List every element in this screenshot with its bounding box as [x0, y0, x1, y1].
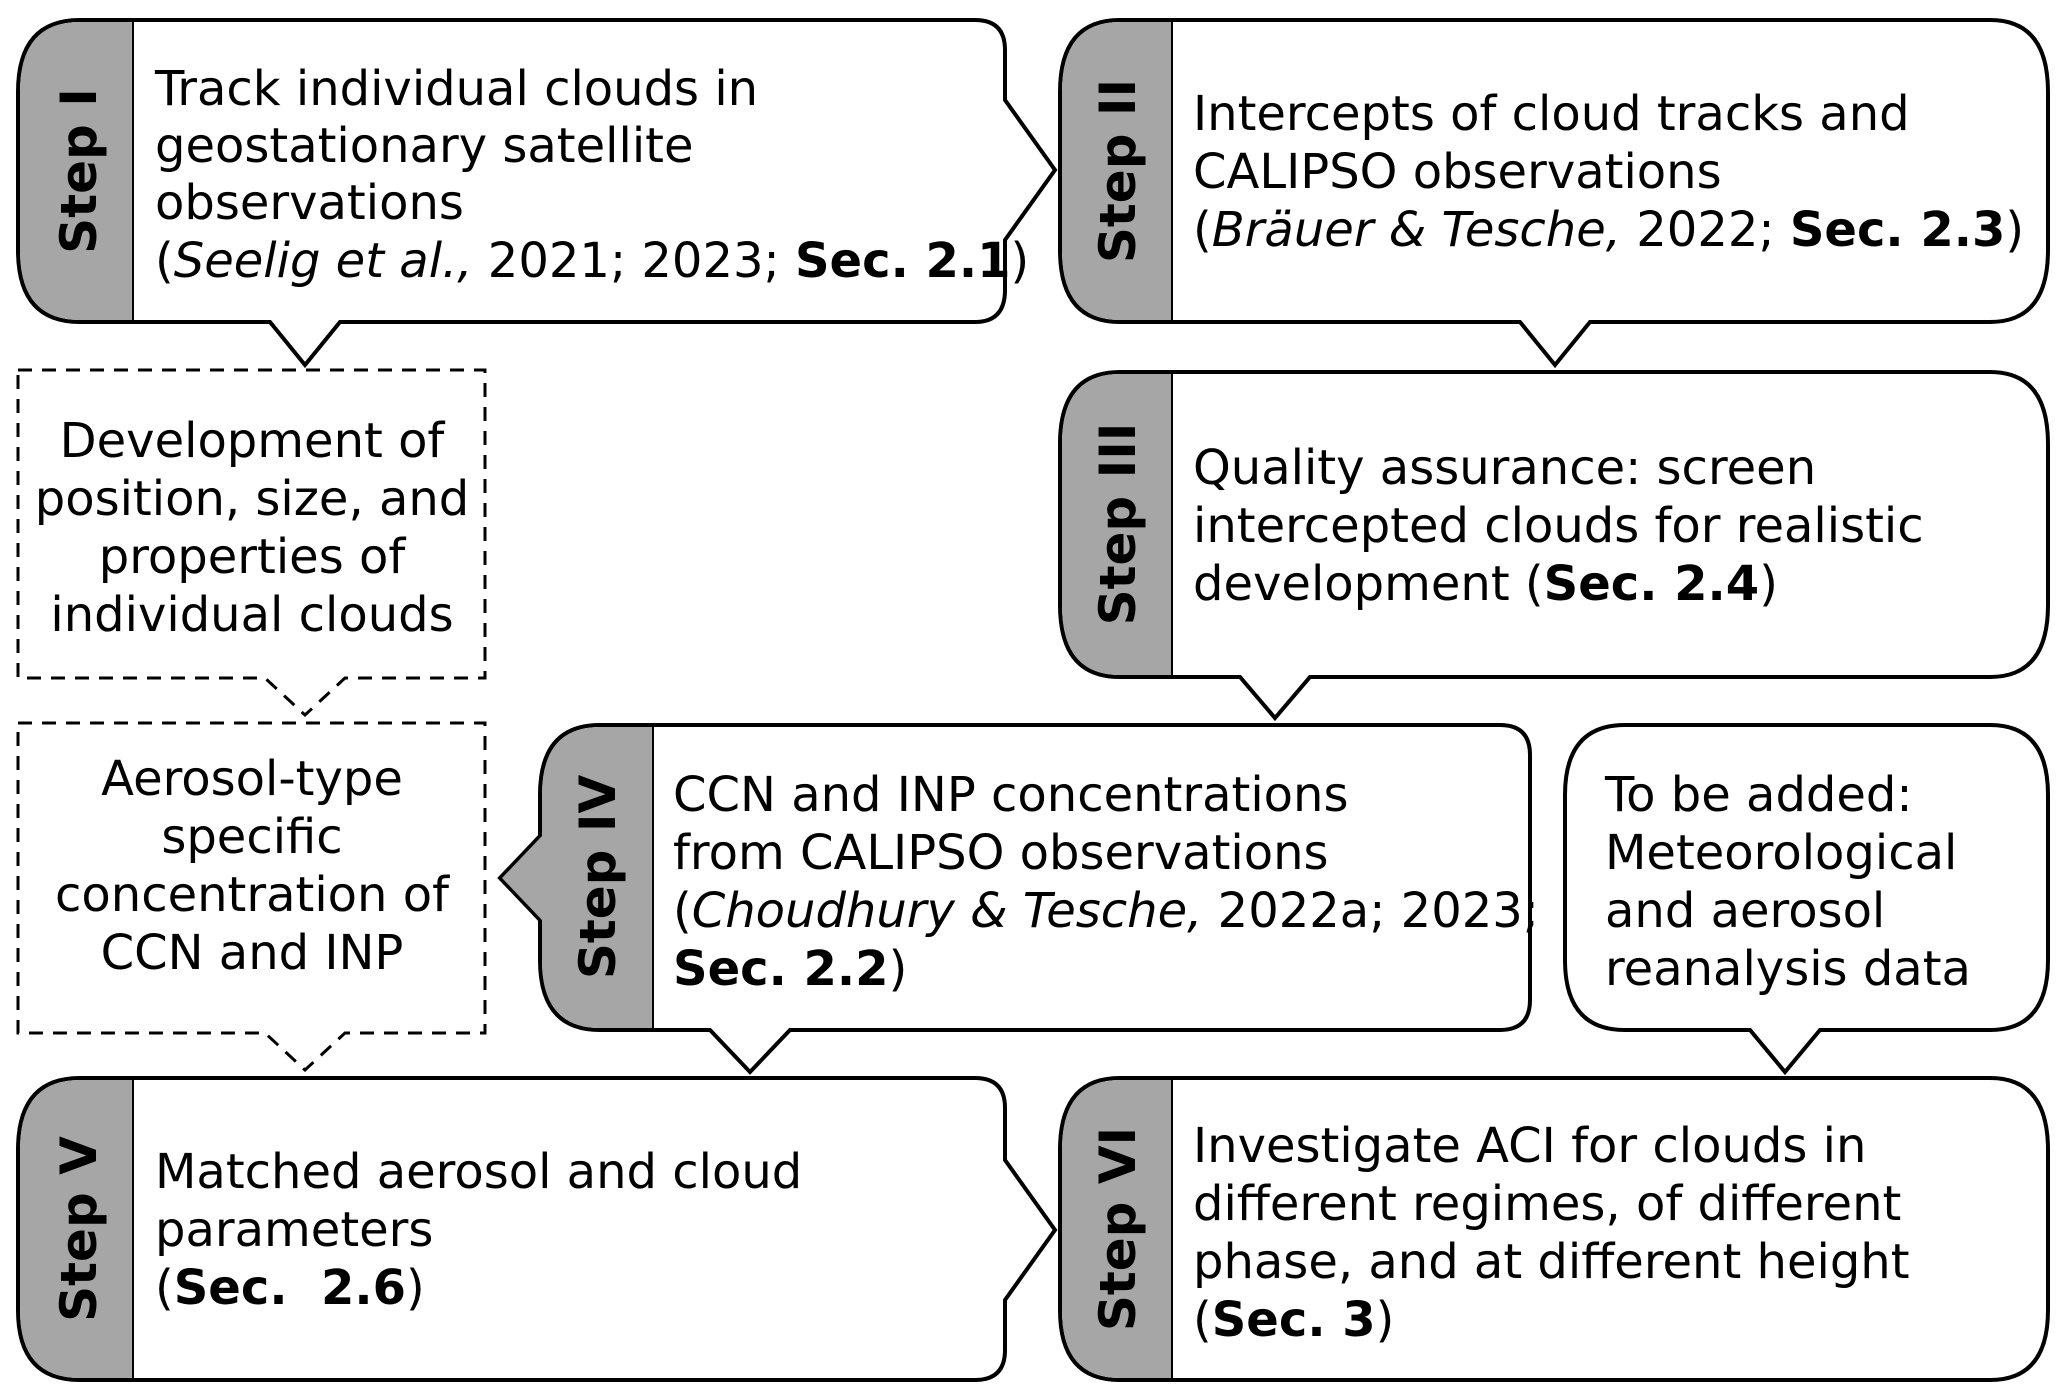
step-4-line-1: CCN and INP concentrations: [673, 767, 1348, 823]
step-6-shape: [1058, 1076, 2050, 1382]
step-1-shape: [16, 18, 1058, 369]
to-be-added-line-3: and aerosol: [1605, 883, 1885, 939]
step-1-label-band: [20, 22, 133, 320]
step-3-line-2: intercepted clouds for realistic: [1193, 498, 1924, 554]
step-6-box: Step VI Investigate ACI for clouds in di…: [1058, 1076, 2050, 1382]
step-6-label: Step VI: [1089, 1127, 1147, 1331]
aerosol-line-1: Aerosol-type: [101, 751, 403, 807]
step-3-label: Step III: [1089, 423, 1147, 626]
step-4-shape: [497, 723, 1532, 1075]
step-5-line-2: parameters: [155, 1202, 433, 1258]
aerosol-box: Aerosol-type specific concentration of C…: [16, 721, 487, 1073]
to-be-added-line-1: To be added:: [1604, 767, 1913, 823]
step-5-label-band: [20, 1080, 133, 1378]
step-1-line-3: observations: [155, 175, 464, 231]
step-5-label: Step V: [50, 1136, 108, 1322]
to-be-added-line-4: reanalysis data: [1605, 941, 1971, 997]
aerosol-line-3: concentration of: [55, 867, 450, 923]
step-1-box: Step I Track individual clouds in geosta…: [16, 18, 1058, 369]
aerosol-line-2: specific: [161, 809, 342, 865]
development-shape: [16, 368, 487, 718]
development-line-1: Development of: [60, 413, 446, 469]
step-3-box: Step III Quality assurance: screen inter…: [1058, 370, 2050, 722]
step-6-line-4: (Sec. 3): [1193, 1292, 1394, 1348]
step-5-line-3: (Sec. 2.6): [155, 1260, 425, 1316]
step-1-line-1: Track individual clouds in: [154, 61, 758, 117]
step-4-line-3: (Choudhury & Tesche, 2022a; 2023;: [673, 883, 1539, 939]
step-2-box: Step II Intercepts of cloud tracks and C…: [1058, 18, 2050, 369]
step-2-shape: [1058, 18, 2050, 369]
development-line-3: properties of: [99, 529, 407, 585]
step-6-label-band: [1062, 1080, 1172, 1378]
step-4-label: Step IV: [569, 775, 627, 980]
step-3-label-band: [1062, 374, 1172, 675]
step-5-line-1: Matched aerosol and cloud: [155, 1144, 802, 1200]
step-2-line-2: CALIPSO observations: [1193, 144, 1722, 200]
step-5-box: Step V Matched aerosol and cloud paramet…: [16, 1076, 1058, 1382]
development-line-4: individual clouds: [50, 587, 453, 643]
step-1-label: Step I: [50, 88, 108, 254]
step-5-shape: [16, 1076, 1058, 1382]
step-1-line-4: (Seelig et al., 2021; 2023; Sec. 2.1): [155, 233, 1029, 289]
step-6-line-3: phase, and at different height: [1193, 1234, 1910, 1290]
step-6-line-1: Investigate ACI for clouds in: [1193, 1118, 1866, 1174]
step-1-line-2: geostationary satellite: [155, 118, 694, 174]
step-4-line-2: from CALIPSO observations: [673, 825, 1329, 881]
step-3-shape: [1058, 370, 2050, 722]
aerosol-line-4: CCN and INP: [101, 925, 404, 981]
development-line-2: position, size, and: [35, 471, 470, 527]
step-2-line-3: (Bräuer & Tesche, 2022; Sec. 2.3): [1193, 202, 2024, 258]
step-6-line-2: different regimes, of different: [1193, 1176, 1901, 1232]
step-2-label: Step II: [1089, 79, 1147, 263]
development-box: Development of position, size, and prope…: [16, 368, 487, 718]
to-be-added-line-2: Meteorological: [1605, 825, 1957, 881]
aerosol-shape: [16, 721, 487, 1073]
to-be-added-shape: [1563, 723, 2050, 1076]
step-2-line-1: Intercepts of cloud tracks and: [1193, 86, 1910, 142]
to-be-added-box: To be added: Meteorological and aerosol …: [1563, 723, 2050, 1076]
step-2-label-band: [1062, 22, 1172, 320]
step-4-label-band: [502, 727, 653, 1028]
step-4-line-4: Sec. 2.2): [673, 941, 907, 997]
step-4-box: Step IV CCN and INP concentrations from …: [497, 723, 1539, 1075]
step-3-line-3: development (Sec. 2.4): [1193, 556, 1778, 612]
step-3-line-1: Quality assurance: screen: [1193, 440, 1816, 496]
